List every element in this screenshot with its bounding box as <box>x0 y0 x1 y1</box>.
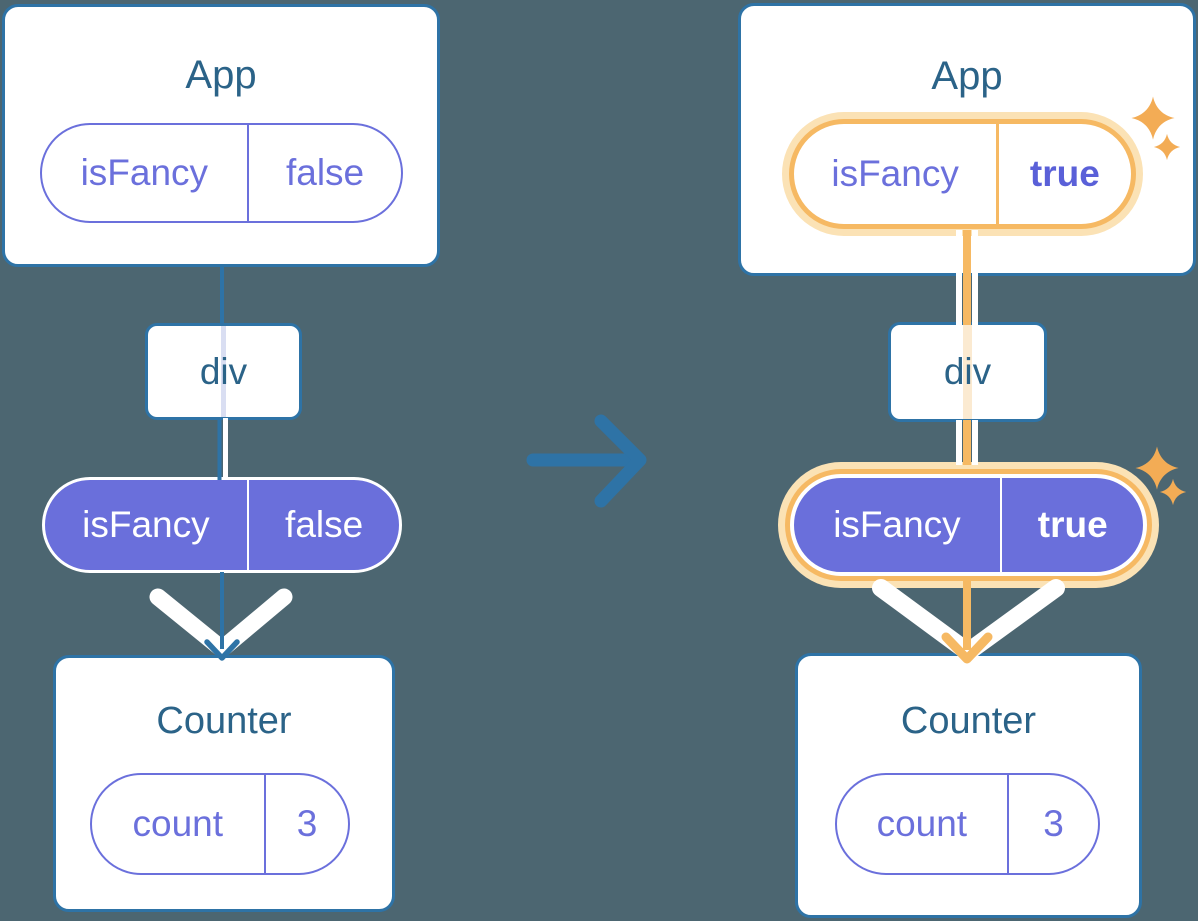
prop-value-label: true <box>1029 153 1100 194</box>
state-value-label: 3 <box>296 803 318 844</box>
before-app-prop-pill: isFancy false <box>40 123 403 223</box>
after-passed-prop-pill-highlighted: isFancy true <box>790 474 1147 576</box>
sparkle-icon <box>1131 96 1175 140</box>
after-pass-chevron-icon <box>872 579 1065 661</box>
after-div-node: div <box>888 322 1047 422</box>
prop-name-label: isFancy <box>80 152 209 193</box>
before-counter-card: Counter count 3 <box>53 655 395 912</box>
after-app-card: App isFancy true <box>738 3 1196 276</box>
after-app-prop-pill-highlighted: isFancy true <box>789 119 1136 229</box>
pill-divider <box>1006 775 1010 873</box>
before-app-card: App isFancy false <box>2 4 440 267</box>
state-value-label: 3 <box>1043 803 1064 844</box>
sparkle-icon <box>1153 133 1181 161</box>
after-flow-div-pill <box>956 420 978 465</box>
after-counter-title: Counter <box>900 700 1037 742</box>
after-div-label: div <box>943 351 992 392</box>
transition-arrow-icon <box>526 414 647 508</box>
before-div-label: div <box>199 350 248 392</box>
sparkle-icon <box>1135 446 1179 490</box>
prop-value-label: true <box>1037 504 1108 545</box>
before-counter-title: Counter <box>156 700 292 742</box>
prop-name-label: isFancy <box>82 504 210 545</box>
after-app-title: App <box>931 54 1003 98</box>
pill-divider <box>246 480 250 570</box>
prop-name-label: isFancy <box>831 153 959 194</box>
pill-divider <box>999 478 1003 572</box>
pill-divider <box>996 124 999 224</box>
prop-name-label: isFancy <box>833 504 961 545</box>
prop-value-label: false <box>285 152 365 193</box>
after-state-pill: count 3 <box>835 773 1100 875</box>
pill-divider <box>263 775 267 873</box>
state-name-label: count <box>876 803 968 844</box>
before-state-pill: count 3 <box>90 773 350 875</box>
before-pass-through-line <box>221 326 226 417</box>
after-pass-through-line <box>963 325 972 419</box>
prop-value-label: false <box>285 504 364 545</box>
pill-divider <box>246 125 250 221</box>
sparkle-icon <box>1159 478 1187 506</box>
after-counter-card: Counter count 3 <box>795 653 1142 918</box>
state-name-label: count <box>132 803 224 844</box>
before-pass-chevron-icon <box>149 588 293 658</box>
before-app-title: App <box>185 53 257 97</box>
before-div-node: div <box>145 323 302 420</box>
before-passed-prop-pill: isFancy false <box>42 477 402 573</box>
